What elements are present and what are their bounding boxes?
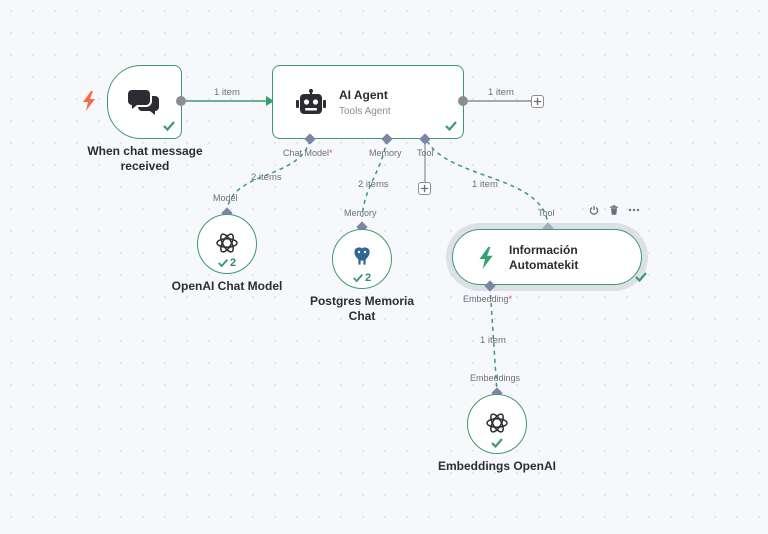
edge-chat-model[interactable]: [226, 139, 311, 213]
postgres-memory-node[interactable]: 2: [332, 229, 392, 289]
robot-icon: [295, 88, 327, 118]
trigger-output-port[interactable]: [176, 96, 186, 106]
embeddings-input-label: Embeddings: [470, 373, 521, 383]
trigger-lightning-icon: [80, 90, 98, 112]
trash-icon[interactable]: [608, 204, 620, 216]
trigger-node-label: When chat message received: [87, 144, 203, 173]
add-node-after-agent-button[interactable]: [531, 95, 544, 108]
edge-trigger-agent-arrow: [266, 96, 274, 106]
trigger-node[interactable]: [107, 65, 182, 139]
ai-agent-title: AI Agent: [339, 88, 388, 102]
edge-label-trigger-agent: 1 item: [214, 87, 240, 98]
edge-label-tool: 1 item: [472, 179, 498, 190]
openai-logo-icon: [483, 409, 511, 437]
openai-chat-model-node[interactable]: 2: [197, 214, 257, 274]
add-tool-button[interactable]: [418, 182, 431, 195]
edge-label-memory: 2 items: [358, 179, 389, 190]
plus-icon: [420, 184, 429, 193]
power-icon[interactable]: [588, 204, 600, 216]
chat-model-port-label: Chat Model*: [283, 148, 333, 158]
embedding-port-label: Embedding*: [463, 294, 513, 304]
edge-embedding[interactable]: [489, 286, 498, 393]
chat-model-run-count: 2: [217, 257, 236, 269]
chat-bubbles-icon: [126, 86, 162, 118]
plus-icon: [533, 97, 542, 106]
edge-label-agent-out: 1 item: [488, 87, 514, 98]
informacion-automatekit-node[interactable]: Información Automatekit: [452, 229, 642, 285]
tool-node-label: Información Automatekit: [509, 243, 579, 272]
edge-label-chat-model: 2 items: [251, 172, 282, 183]
embeddings-success-icon: [490, 436, 504, 450]
ai-agent-subtitle: Tools Agent: [339, 106, 391, 117]
edge-tool[interactable]: [426, 140, 549, 227]
openai-chat-model-label: OpenAI Chat Model: [171, 279, 283, 293]
edge-memory[interactable]: [361, 139, 388, 218]
openai-logo-icon: [213, 229, 241, 257]
tool-success-icon: [634, 270, 648, 284]
ai-agent-success-icon: [444, 119, 458, 133]
tool-port-label: Tool: [417, 148, 434, 158]
embeddings-openai-label: Embeddings OpenAI: [437, 459, 556, 473]
trigger-success-icon: [162, 119, 176, 133]
postgres-elephant-icon: [348, 242, 376, 270]
tool-input-label: Tool: [538, 208, 555, 218]
more-horizontal-icon[interactable]: [628, 204, 640, 216]
embeddings-openai-node[interactable]: [467, 394, 527, 454]
edge-label-embedding: 1 item: [480, 335, 506, 346]
memory-port-label: Memory: [369, 148, 402, 158]
ai-agent-output-port[interactable]: [458, 96, 468, 106]
memory-input-label: Memory: [344, 208, 377, 218]
postgres-memory-label: Postgres Memoria Chat: [309, 294, 415, 323]
memory-run-count: 2: [352, 272, 371, 284]
lightning-icon: [475, 246, 497, 270]
ai-agent-node[interactable]: AI Agent Tools Agent: [272, 65, 464, 139]
model-input-label: Model: [213, 193, 238, 203]
